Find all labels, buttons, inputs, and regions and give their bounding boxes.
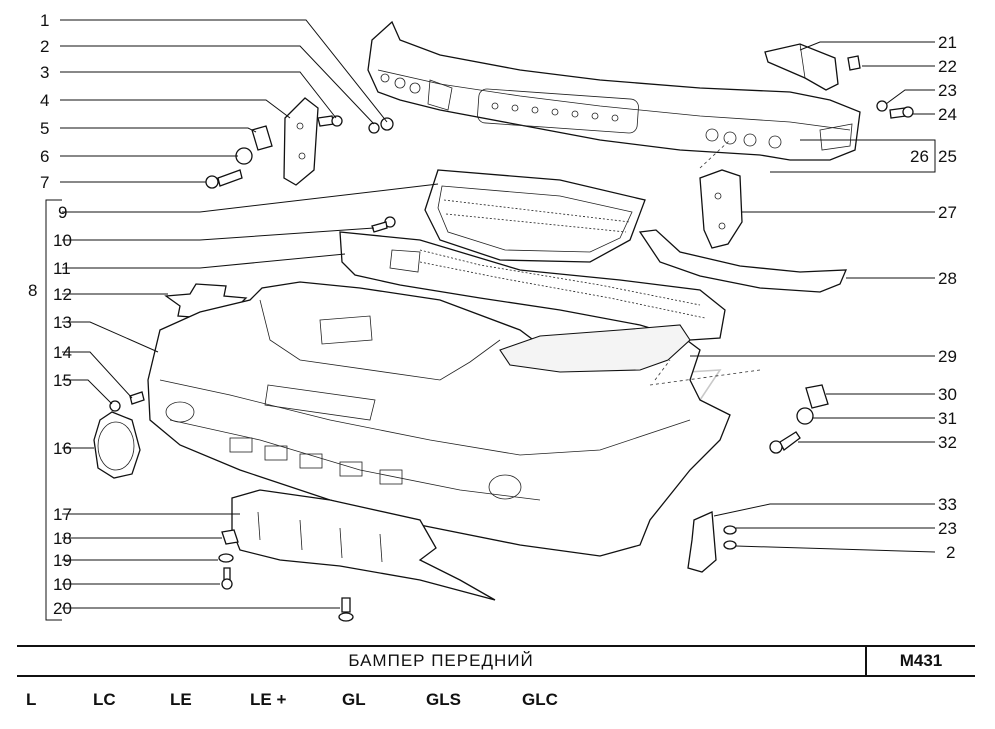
callouts-left: 1 2 3 4 5 6 7 9 10 11 12 13 14 15 16 17 …	[40, 11, 72, 618]
callout-27: 27	[938, 203, 957, 222]
part-3-bolt	[317, 115, 343, 127]
part-22-clip	[847, 55, 861, 71]
callout-18: 18	[53, 529, 72, 548]
callout-32: 32	[938, 433, 957, 452]
part-10-screw-lower	[221, 567, 233, 590]
variant-label: GL	[342, 690, 366, 709]
part-4-left-bracket	[283, 97, 319, 186]
callout-26: 26	[910, 147, 929, 166]
part-2-nut	[368, 122, 380, 134]
callouts-right: 21 22 23 24 26 25 27 28 29 30 31 32 33 2…	[910, 33, 957, 562]
callout-2-lower: 2	[946, 543, 955, 562]
variant-label: GLS	[426, 690, 461, 709]
callout-17: 17	[53, 505, 72, 524]
callout-20: 20	[53, 599, 72, 618]
callout-14: 14	[53, 343, 72, 362]
part-6-washer	[235, 147, 253, 165]
leader-lines	[60, 19, 936, 609]
variant-label: LE	[170, 690, 192, 709]
part-17-skid-plate	[231, 489, 496, 601]
callout-28: 28	[938, 269, 957, 288]
callout-11: 11	[53, 259, 71, 278]
callout-24: 24	[938, 105, 957, 124]
callout-22: 22	[938, 57, 957, 76]
assembly-dashed-lines	[649, 139, 761, 386]
part-18-clip	[221, 529, 239, 545]
callout-10: 10	[53, 231, 72, 250]
callout-30: 30	[938, 385, 957, 404]
bar-holes	[380, 73, 782, 149]
callout-12: 12	[53, 285, 72, 304]
callout-15: 15	[53, 371, 72, 390]
bumper-reinforcement-bar	[367, 20, 861, 161]
callout-9: 9	[58, 203, 67, 222]
variant-list: L LC LE LE + GL GLS GLC	[0, 690, 995, 720]
callout-1: 1	[40, 11, 49, 30]
part-19-nut	[218, 553, 234, 563]
callout-33: 33	[938, 495, 957, 514]
part-27-bracket	[699, 169, 743, 249]
title-divider	[865, 645, 867, 677]
variant-label: L	[26, 690, 37, 709]
page-title: БАМПЕР ПЕРЕДНИЙ	[348, 651, 534, 670]
callout-23-lower: 23	[938, 519, 957, 538]
variant-label: GLC	[522, 690, 558, 709]
group-bracket-8	[45, 199, 62, 621]
part-20-screw	[338, 597, 354, 622]
callout-4: 4	[40, 91, 49, 110]
callout-29: 29	[938, 347, 957, 366]
title-bar: БАМПЕР ПЕРЕДНИЙ M431	[17, 645, 975, 677]
callout-10-lower: 10	[53, 575, 72, 594]
callout-6: 6	[40, 147, 49, 166]
callout-3: 3	[40, 63, 49, 82]
callout-7: 7	[40, 173, 49, 192]
part-15-washer	[109, 400, 121, 412]
part-5-clip	[251, 125, 273, 151]
callout-2: 2	[40, 37, 49, 56]
part-16-fog-lamp	[93, 411, 141, 479]
part-10-screw-upper	[371, 216, 396, 233]
callout-5: 5	[40, 119, 49, 138]
part-30-clip	[805, 384, 829, 409]
part-28-molding-strip	[638, 229, 848, 293]
part-21-bracket	[764, 43, 839, 91]
callout-13: 13	[53, 313, 72, 332]
callout-16: 16	[53, 439, 72, 458]
part-14-screw	[129, 391, 145, 405]
part-29-deflector	[499, 324, 691, 373]
part-2-nut-lower	[723, 540, 737, 550]
callout-25: 25	[938, 147, 957, 166]
part-1-washer	[380, 117, 394, 131]
callout-31: 31	[938, 409, 957, 428]
part-32-screw	[769, 431, 801, 454]
part-23-washer	[876, 100, 888, 112]
part-9-upper-grille	[424, 169, 646, 263]
part-24-bolt	[889, 106, 914, 119]
part-33-bracket	[687, 511, 717, 573]
part-7-screw	[205, 169, 243, 189]
callout-23: 23	[938, 81, 957, 100]
lower-vent-slots	[229, 437, 403, 485]
part-23-washer-lower	[723, 525, 737, 535]
callout-19: 19	[53, 551, 72, 570]
diagram-code: M431	[899, 651, 943, 670]
variant-label: LE +	[250, 690, 287, 709]
part-31-washer	[796, 407, 814, 425]
callout-group-8: 8	[28, 281, 37, 300]
group-bracket-25	[770, 139, 936, 173]
callout-21: 21	[938, 33, 957, 52]
variant-label: LC	[93, 690, 116, 709]
